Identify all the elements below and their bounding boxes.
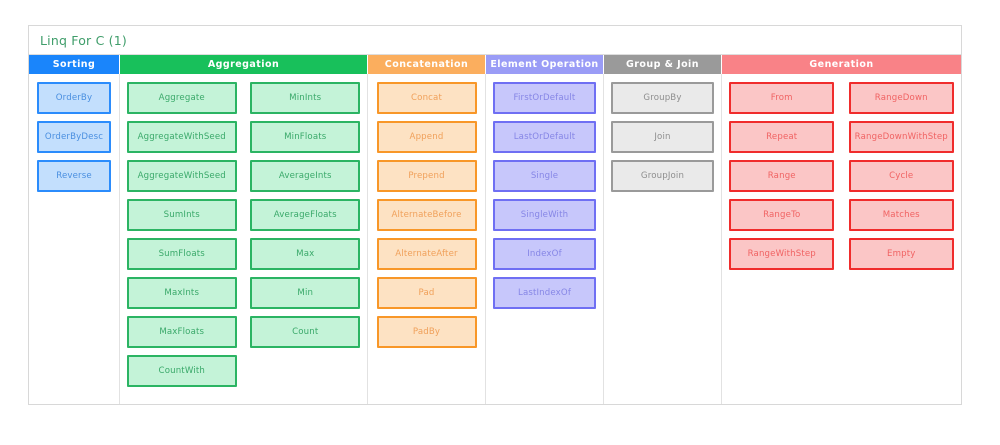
category-header-aggregation[interactable]: Aggregation: [120, 55, 368, 74]
list-item[interactable]: RangeDownWithStep: [848, 121, 954, 153]
list-item[interactable]: AlternateBefore: [376, 199, 477, 231]
category-column-sorting: OrderBy OrderByDesc Reverse: [29, 74, 120, 404]
list-item[interactable]: Prepend: [376, 160, 477, 192]
category-column-generation: From Repeat Range RangeTo RangeWithStep …: [722, 74, 961, 404]
list-item[interactable]: SingleWith: [493, 199, 596, 231]
list-item[interactable]: Aggregate: [126, 82, 237, 114]
list-item[interactable]: OrderByDesc: [37, 121, 111, 153]
list-item[interactable]: From: [729, 82, 835, 114]
sorting-subcolumn-1: OrderBy OrderByDesc Reverse: [29, 74, 119, 404]
category-header-row: Sorting Aggregation Concatenation Elemen…: [29, 55, 961, 74]
page-title: Linq For C (1): [40, 32, 127, 48]
generation-subcolumn-2: RangeDown RangeDownWithStep Cycle Matche…: [842, 74, 962, 404]
list-item[interactable]: Append: [376, 121, 477, 153]
list-item[interactable]: IndexOf: [493, 238, 596, 270]
list-item[interactable]: MaxFloats: [126, 316, 237, 348]
list-item[interactable]: Matches: [848, 199, 954, 231]
list-item[interactable]: PadBy: [376, 316, 477, 348]
list-item[interactable]: GroupBy: [611, 82, 714, 114]
list-item[interactable]: Max: [250, 238, 361, 270]
category-header-generation[interactable]: Generation: [722, 55, 961, 74]
list-item[interactable]: MinInts: [250, 82, 361, 114]
category-header-sorting[interactable]: Sorting: [29, 55, 120, 74]
list-item[interactable]: Count: [250, 316, 361, 348]
category-column-aggregation: Aggregate AggregateWithSeed AggregateWit…: [120, 74, 368, 404]
list-item[interactable]: RangeTo: [729, 199, 835, 231]
aggregation-subcolumn-2: MinInts MinFloats AverageInts AverageFlo…: [244, 74, 368, 404]
list-item[interactable]: SumInts: [126, 199, 237, 231]
list-item[interactable]: Single: [493, 160, 596, 192]
list-item[interactable]: Repeat: [729, 121, 835, 153]
list-item[interactable]: Range: [729, 160, 835, 192]
list-item[interactable]: AggregateWithSeed: [126, 121, 237, 153]
list-item[interactable]: Pad: [376, 277, 477, 309]
category-header-concatenation[interactable]: Concatenation: [368, 55, 486, 74]
list-item[interactable]: FirstOrDefault: [493, 82, 596, 114]
concatenation-subcolumn-1: Concat Append Prepend AlternateBefore Al…: [368, 74, 485, 404]
category-column-group-join: GroupBy Join GroupJoin: [604, 74, 722, 404]
list-item[interactable]: Min: [250, 277, 361, 309]
list-item[interactable]: CountWith: [126, 355, 237, 387]
linq-board: Linq For C (1) Sorting Aggregation Conca…: [28, 25, 962, 405]
list-item[interactable]: RangeDown: [848, 82, 954, 114]
list-item[interactable]: OrderBy: [37, 82, 111, 114]
aggregation-subcolumn-1: Aggregate AggregateWithSeed AggregateWit…: [120, 74, 244, 404]
list-item[interactable]: AverageInts: [250, 160, 361, 192]
list-item[interactable]: Reverse: [37, 160, 111, 192]
list-item[interactable]: LastOrDefault: [493, 121, 596, 153]
generation-subcolumn-1: From Repeat Range RangeTo RangeWithStep: [722, 74, 842, 404]
list-item[interactable]: AggregateWithSeed: [126, 160, 237, 192]
list-item[interactable]: GroupJoin: [611, 160, 714, 192]
list-item[interactable]: SumFloats: [126, 238, 237, 270]
group-join-subcolumn-1: GroupBy Join GroupJoin: [604, 74, 721, 404]
category-column-concatenation: Concat Append Prepend AlternateBefore Al…: [368, 74, 486, 404]
list-item[interactable]: Concat: [376, 82, 477, 114]
category-header-group-join[interactable]: Group & Join: [604, 55, 722, 74]
category-body-row: OrderBy OrderByDesc Reverse Aggregate Ag…: [29, 74, 961, 404]
list-item[interactable]: Join: [611, 121, 714, 153]
list-item[interactable]: AverageFloats: [250, 199, 361, 231]
category-header-element-operation[interactable]: Element Operation: [486, 55, 604, 74]
list-item[interactable]: AlternateAfter: [376, 238, 477, 270]
list-item[interactable]: Empty: [848, 238, 954, 270]
list-item[interactable]: MaxInts: [126, 277, 237, 309]
list-item[interactable]: MinFloats: [250, 121, 361, 153]
board-title-bar: Linq For C (1): [29, 26, 961, 55]
list-item[interactable]: LastIndexOf: [493, 277, 596, 309]
list-item[interactable]: RangeWithStep: [729, 238, 835, 270]
list-item[interactable]: Cycle: [848, 160, 954, 192]
element-operation-subcolumn-1: FirstOrDefault LastOrDefault Single Sing…: [486, 74, 603, 404]
category-column-element-operation: FirstOrDefault LastOrDefault Single Sing…: [486, 74, 604, 404]
